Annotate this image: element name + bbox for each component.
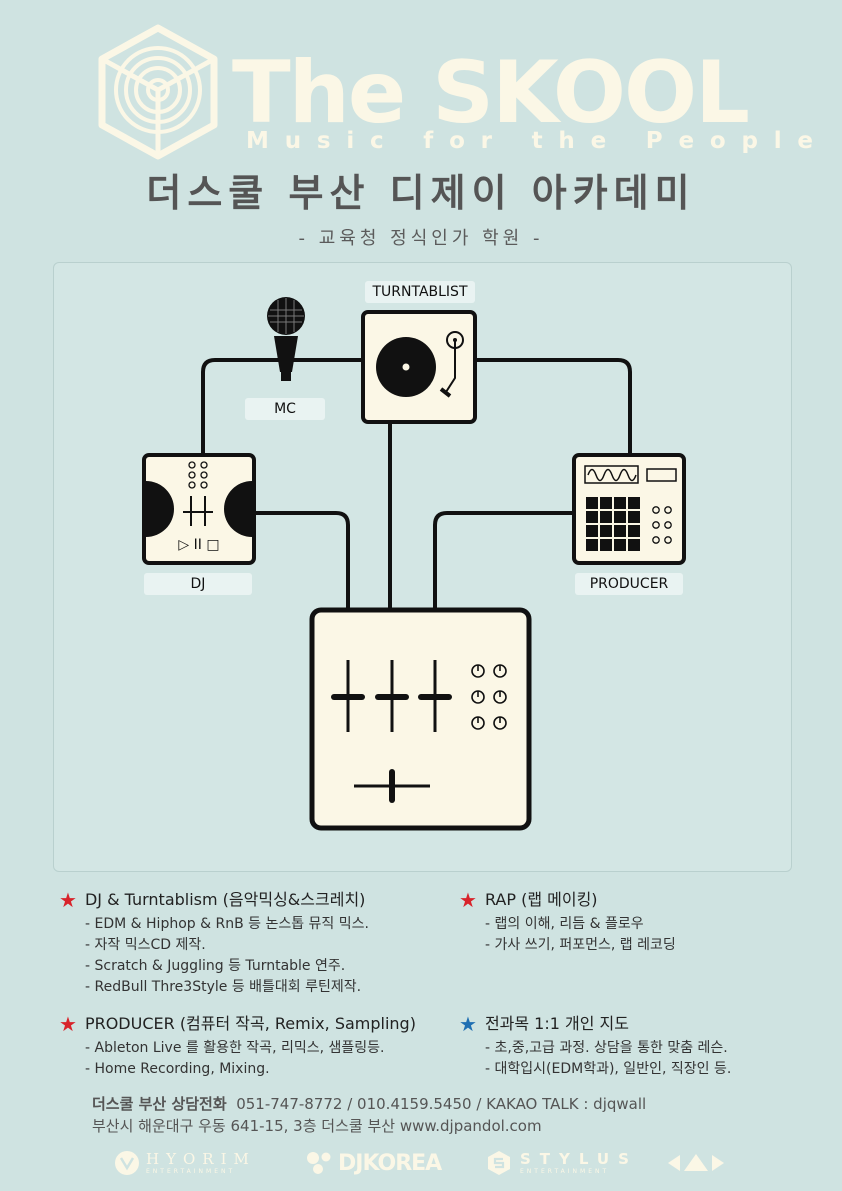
stylus-logo-icon bbox=[488, 1151, 510, 1175]
list-item: - Scratch & Juggling 등 Turntable 연주. bbox=[85, 958, 346, 974]
course-rap: ★ RAP (랩 메이킹) - 랩의 이해, 리듬 & 플로우 - 가사 쓰기, … bbox=[459, 890, 676, 956]
course-dj: ★ DJ & Turntablism (음악믹싱&스크레치) - EDM & Hi… bbox=[59, 890, 369, 998]
contact-phones: 051-747-8772 / 010.4159.5450 / KAKAO TAL… bbox=[236, 1095, 647, 1113]
hyorim-name: HYORIM bbox=[146, 1149, 256, 1168]
list-item: - 랩의 이해, 리듬 & 플로우 bbox=[485, 916, 644, 932]
hyorim-logo-icon bbox=[115, 1151, 139, 1175]
course-private: ★ 전과목 1:1 개인 지도 - 초,중,고급 과정. 상담을 통한 맞춤 레슨… bbox=[459, 1014, 731, 1080]
sponsor-djkorea: DJKOREA bbox=[306, 1150, 442, 1176]
sponsor-triangles bbox=[666, 1150, 726, 1176]
course-title: DJ & Turntablism (음악믹싱&스크레치) bbox=[84, 890, 366, 909]
list-item: - 자작 믹스CD 제작. bbox=[85, 937, 206, 953]
blue-star-icon: ★ bbox=[459, 1012, 477, 1036]
list-item: - 대학입시(EDM학과), 일반인, 직장인 등. bbox=[485, 1061, 732, 1077]
red-star-icon: ★ bbox=[59, 888, 77, 912]
brand-name: The SKOOL bbox=[232, 43, 750, 143]
mc-label: MC bbox=[245, 398, 325, 420]
list-item: - 초,중,고급 과정. 상담을 통한 맞춤 레슨. bbox=[485, 1040, 728, 1056]
contact-label: 더스쿨 부산 상담전화 bbox=[92, 1095, 227, 1113]
course-title: PRODUCER (컴퓨터 작곡, Remix, Sampling) bbox=[84, 1014, 416, 1033]
microphone-icon bbox=[267, 297, 305, 381]
list-item: - RedBull Thre3Style 등 배틀대회 루틴제작. bbox=[85, 979, 362, 995]
skool-hexagon-icon bbox=[98, 24, 218, 160]
course-title: 전과목 1:1 개인 지도 bbox=[484, 1014, 629, 1033]
list-item: - Ableton Live 를 활용한 작곡, 리믹스, 샘플링등. bbox=[85, 1040, 385, 1056]
page-title: 더스쿨 부산 디제이 아카데미 bbox=[146, 171, 696, 215]
contact-info: 더스쿨 부산 상담전화 051-747-8772 / 010.4159.5450… bbox=[92, 1093, 646, 1137]
page-subtitle: - 교육청 정식인가 학원 - bbox=[298, 228, 544, 249]
triangles-logo-icon bbox=[668, 1154, 724, 1171]
sponsor-stylus: STYLUS ENTERTAINMENT bbox=[486, 1150, 638, 1176]
sampler-icon bbox=[572, 453, 686, 565]
mixer-icon bbox=[309, 607, 532, 831]
hyorim-sub: ENTERTAINMENT bbox=[146, 1167, 236, 1175]
djkorea-logo-icon bbox=[307, 1152, 331, 1174]
brand-tagline: Music for the People bbox=[246, 128, 829, 154]
list-item: - EDM & Hiphop & RnB 등 논스톱 뮤직 믹스. bbox=[85, 916, 369, 932]
course-producer: ★ PRODUCER (컴퓨터 작곡, Remix, Sampling) - Ab… bbox=[59, 1014, 416, 1080]
list-item: - 가사 쓰기, 퍼포먼스, 랩 레코딩 bbox=[485, 937, 676, 953]
red-star-icon: ★ bbox=[459, 888, 477, 912]
red-star-icon: ★ bbox=[59, 1012, 77, 1036]
brand-logo bbox=[96, 24, 220, 160]
contact-address: 부산시 해운대구 우동 641-15, 3층 더스쿨 부산 www.djpand… bbox=[92, 1117, 542, 1135]
cables bbox=[201, 358, 632, 610]
dj-label: DJ bbox=[144, 573, 252, 595]
dj-transport-controls: ▷ II □ bbox=[178, 537, 219, 553]
list-item: - Home Recording, Mixing. bbox=[85, 1061, 270, 1077]
stylus-sub: ENTERTAINMENT bbox=[520, 1167, 610, 1175]
stylus-name: STYLUS bbox=[520, 1149, 638, 1168]
producer-label: PRODUCER bbox=[575, 573, 683, 595]
turntablist-label: TURNTABLIST bbox=[365, 281, 475, 303]
dj-controller-icon bbox=[142, 453, 256, 565]
djkorea-name: DJKOREA bbox=[338, 1150, 442, 1176]
course-title: RAP (랩 메이킹) bbox=[484, 890, 598, 909]
sponsor-hyorim: HYORIM ENTERTAINMENT bbox=[114, 1150, 256, 1176]
turntable-icon bbox=[361, 310, 477, 424]
